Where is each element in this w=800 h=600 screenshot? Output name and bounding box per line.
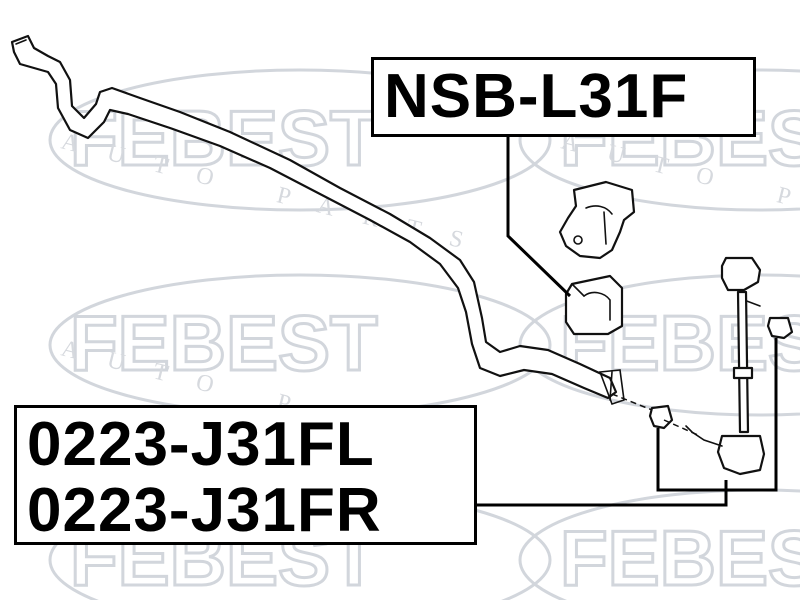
watermark-oval <box>518 68 800 212</box>
link-bracket-line <box>656 338 778 492</box>
link-part-number-left: 0223-J31FL <box>27 410 375 479</box>
link-part-number-right: 0223-J31FR <box>27 476 382 545</box>
watermark-oval <box>48 68 552 212</box>
link-part-number-label: 0223-J31FL 0223-J31FR <box>14 405 477 545</box>
stabilizer-bar-icon <box>10 34 625 406</box>
leader-lines <box>477 137 778 507</box>
stabilizer-link-icon <box>611 256 794 476</box>
bushing-part-number-label: NSB-L31F <box>371 57 756 137</box>
link-leader-line <box>477 480 728 507</box>
bushing-part-number: NSB-L31F <box>384 62 689 131</box>
rubber-bushing-icon <box>564 274 624 336</box>
bushing-leader-line <box>506 137 572 298</box>
watermark-brand: FEBEST <box>70 299 378 387</box>
watermark-brand: FEBEST <box>560 514 800 600</box>
bushing-bracket-icon <box>558 180 636 260</box>
